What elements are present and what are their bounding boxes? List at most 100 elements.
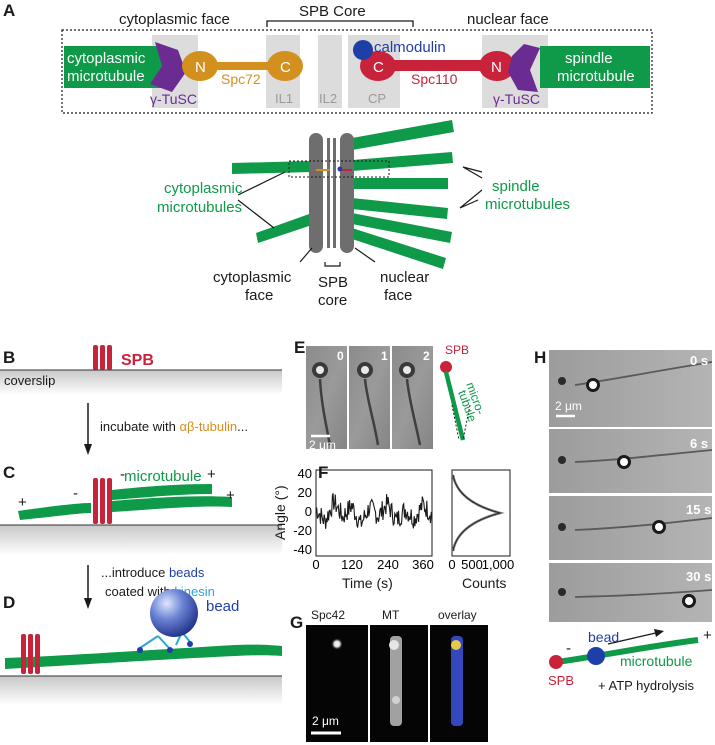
e-schematic-spb <box>440 361 452 373</box>
spc110-c-label: C <box>373 59 384 76</box>
g-spc42-spot <box>331 638 343 650</box>
spb-bar-2 <box>100 345 105 370</box>
cytoplasmic-microtubule-bar <box>64 46 167 88</box>
g-label-mt: MT <box>382 608 400 622</box>
spc110-c-domain <box>360 51 396 81</box>
bottom-nuc-label-2: face <box>384 287 412 304</box>
nuc-face-leader <box>354 247 376 263</box>
h-spb-label: SPB <box>548 673 574 688</box>
plus-left: + <box>18 494 27 511</box>
coverslip-c <box>0 525 282 555</box>
e-frame-2-label: 2 <box>423 349 430 363</box>
gamma-tusc-right-shape <box>508 44 540 92</box>
step-1-suffix: ... <box>237 419 248 434</box>
kinesin-head-3 <box>187 641 193 647</box>
step-2-beads: beads <box>169 565 205 580</box>
g-mt-spot-2 <box>392 696 400 704</box>
h-frame-2-bead-center <box>655 523 663 531</box>
step-2-prefix-1: ...introduce <box>101 565 169 580</box>
step-1-tubulin: αβ-tubulin <box>180 419 238 434</box>
spb-overview-diagram <box>232 120 454 269</box>
schematic-box <box>61 29 653 114</box>
spindle-arrow-1 <box>462 166 483 179</box>
e-frame-0-label: 0 <box>337 349 344 363</box>
cytoplasmic-plaque <box>309 133 323 253</box>
plus-upper: + <box>207 466 216 483</box>
e-schematic-range <box>451 404 471 441</box>
f-angle-trace <box>315 493 433 529</box>
spc110-n-domain <box>479 51 515 81</box>
spindle-mts-label-1: spindle <box>492 178 540 195</box>
h-time-2: 15 s <box>686 502 711 517</box>
spc72-linker <box>216 62 280 70</box>
panel-d: D bead <box>0 589 282 705</box>
panel-label-g: G <box>290 613 303 632</box>
h-frame-3: 30 s <box>549 563 713 622</box>
gamma-tusc-left-shape <box>150 42 186 92</box>
panel-label-c: C <box>3 463 15 482</box>
spb-c-bar-3 <box>107 478 112 524</box>
e-scale-label: 2 μm <box>309 438 336 452</box>
h-bead-label: bead <box>588 629 619 645</box>
bead-label-d: bead <box>206 598 239 615</box>
spb-label: SPB <box>121 352 154 369</box>
panel-a: A cytoplasmic face SPB Core nuclear face… <box>3 1 653 309</box>
panel-label-e: E <box>294 338 305 357</box>
spc72-n-label: N <box>195 59 206 76</box>
step-2-text-1: ...introduce beads <box>101 565 205 580</box>
panel-g: G Spc42 MT overlay 2 μm <box>290 608 488 742</box>
f-ytick: 0 <box>305 504 312 519</box>
panel-f: F 0 120 240 360 40 20 0 -20 -40 Angle (°… <box>272 463 514 591</box>
h-frame-0-spb <box>558 377 566 385</box>
bottom-core-label-1: SPB <box>318 274 348 291</box>
e-frame-1-mt <box>363 378 380 446</box>
spindle-mt-6 <box>352 228 446 269</box>
h-minus: - <box>566 640 571 657</box>
step-2-arrowhead <box>84 598 92 609</box>
g-mt-spot-1 <box>389 640 399 650</box>
g-overlay-spot <box>451 640 461 650</box>
h-time-3: 30 s <box>686 569 711 584</box>
spindle-mt-3 <box>352 178 448 189</box>
spindle-mt-4 <box>352 198 448 219</box>
e-frame-1-bg <box>349 346 390 449</box>
cyto-arrow-2 <box>237 199 275 229</box>
mt-left <box>18 503 91 520</box>
h-schematic-mt <box>556 637 699 665</box>
spindle-mt-2 <box>352 152 453 171</box>
calmodulin-label: calmodulin <box>374 39 446 56</box>
h-frame-3-mt <box>574 589 713 598</box>
spc110-linker <box>375 60 500 71</box>
layer-cp-label: CP <box>368 91 386 106</box>
g-mt-signal <box>390 636 402 726</box>
spb-core-bracket <box>266 20 414 27</box>
g-label-spc42: Spc42 <box>311 608 345 622</box>
step-1: incubate with αβ-tubulin... <box>84 403 248 455</box>
nuclear-face-label: nuclear face <box>467 11 549 28</box>
g-scale-label: 2 μm <box>312 714 339 728</box>
f-hist-xtick: 1,000 <box>482 557 515 572</box>
f-ytick: 20 <box>298 485 312 500</box>
cyto-mts-label-1: cytoplasmic <box>164 180 243 197</box>
h-frame-1-mt <box>574 449 713 463</box>
h-frame-0: 0 s 2 μm <box>549 350 713 427</box>
f-xtick: 360 <box>412 557 434 572</box>
minus-right: - <box>120 466 125 483</box>
spb-c-bar-1 <box>93 478 98 524</box>
step-1-arrowhead <box>84 444 92 455</box>
coverslip-b <box>0 370 282 395</box>
spindle-mts-label-2: microtubules <box>485 196 570 213</box>
spindle-arrow-2 <box>459 189 483 209</box>
h-frame-0-bead-center <box>589 381 597 389</box>
core-line-1 <box>327 138 330 248</box>
e-frame-1-spb-center <box>361 366 369 374</box>
step-1-prefix: incubate with <box>100 419 180 434</box>
f-hist-xlabel: Counts <box>462 575 506 591</box>
panel-label-d: D <box>3 593 15 612</box>
f-xlabel: Time (s) <box>342 575 393 591</box>
spb-c-bar-2 <box>100 478 105 524</box>
kinesin-head-1 <box>137 647 143 653</box>
spindle-mt-5 <box>352 213 452 243</box>
calmodulin-shape <box>353 40 373 60</box>
